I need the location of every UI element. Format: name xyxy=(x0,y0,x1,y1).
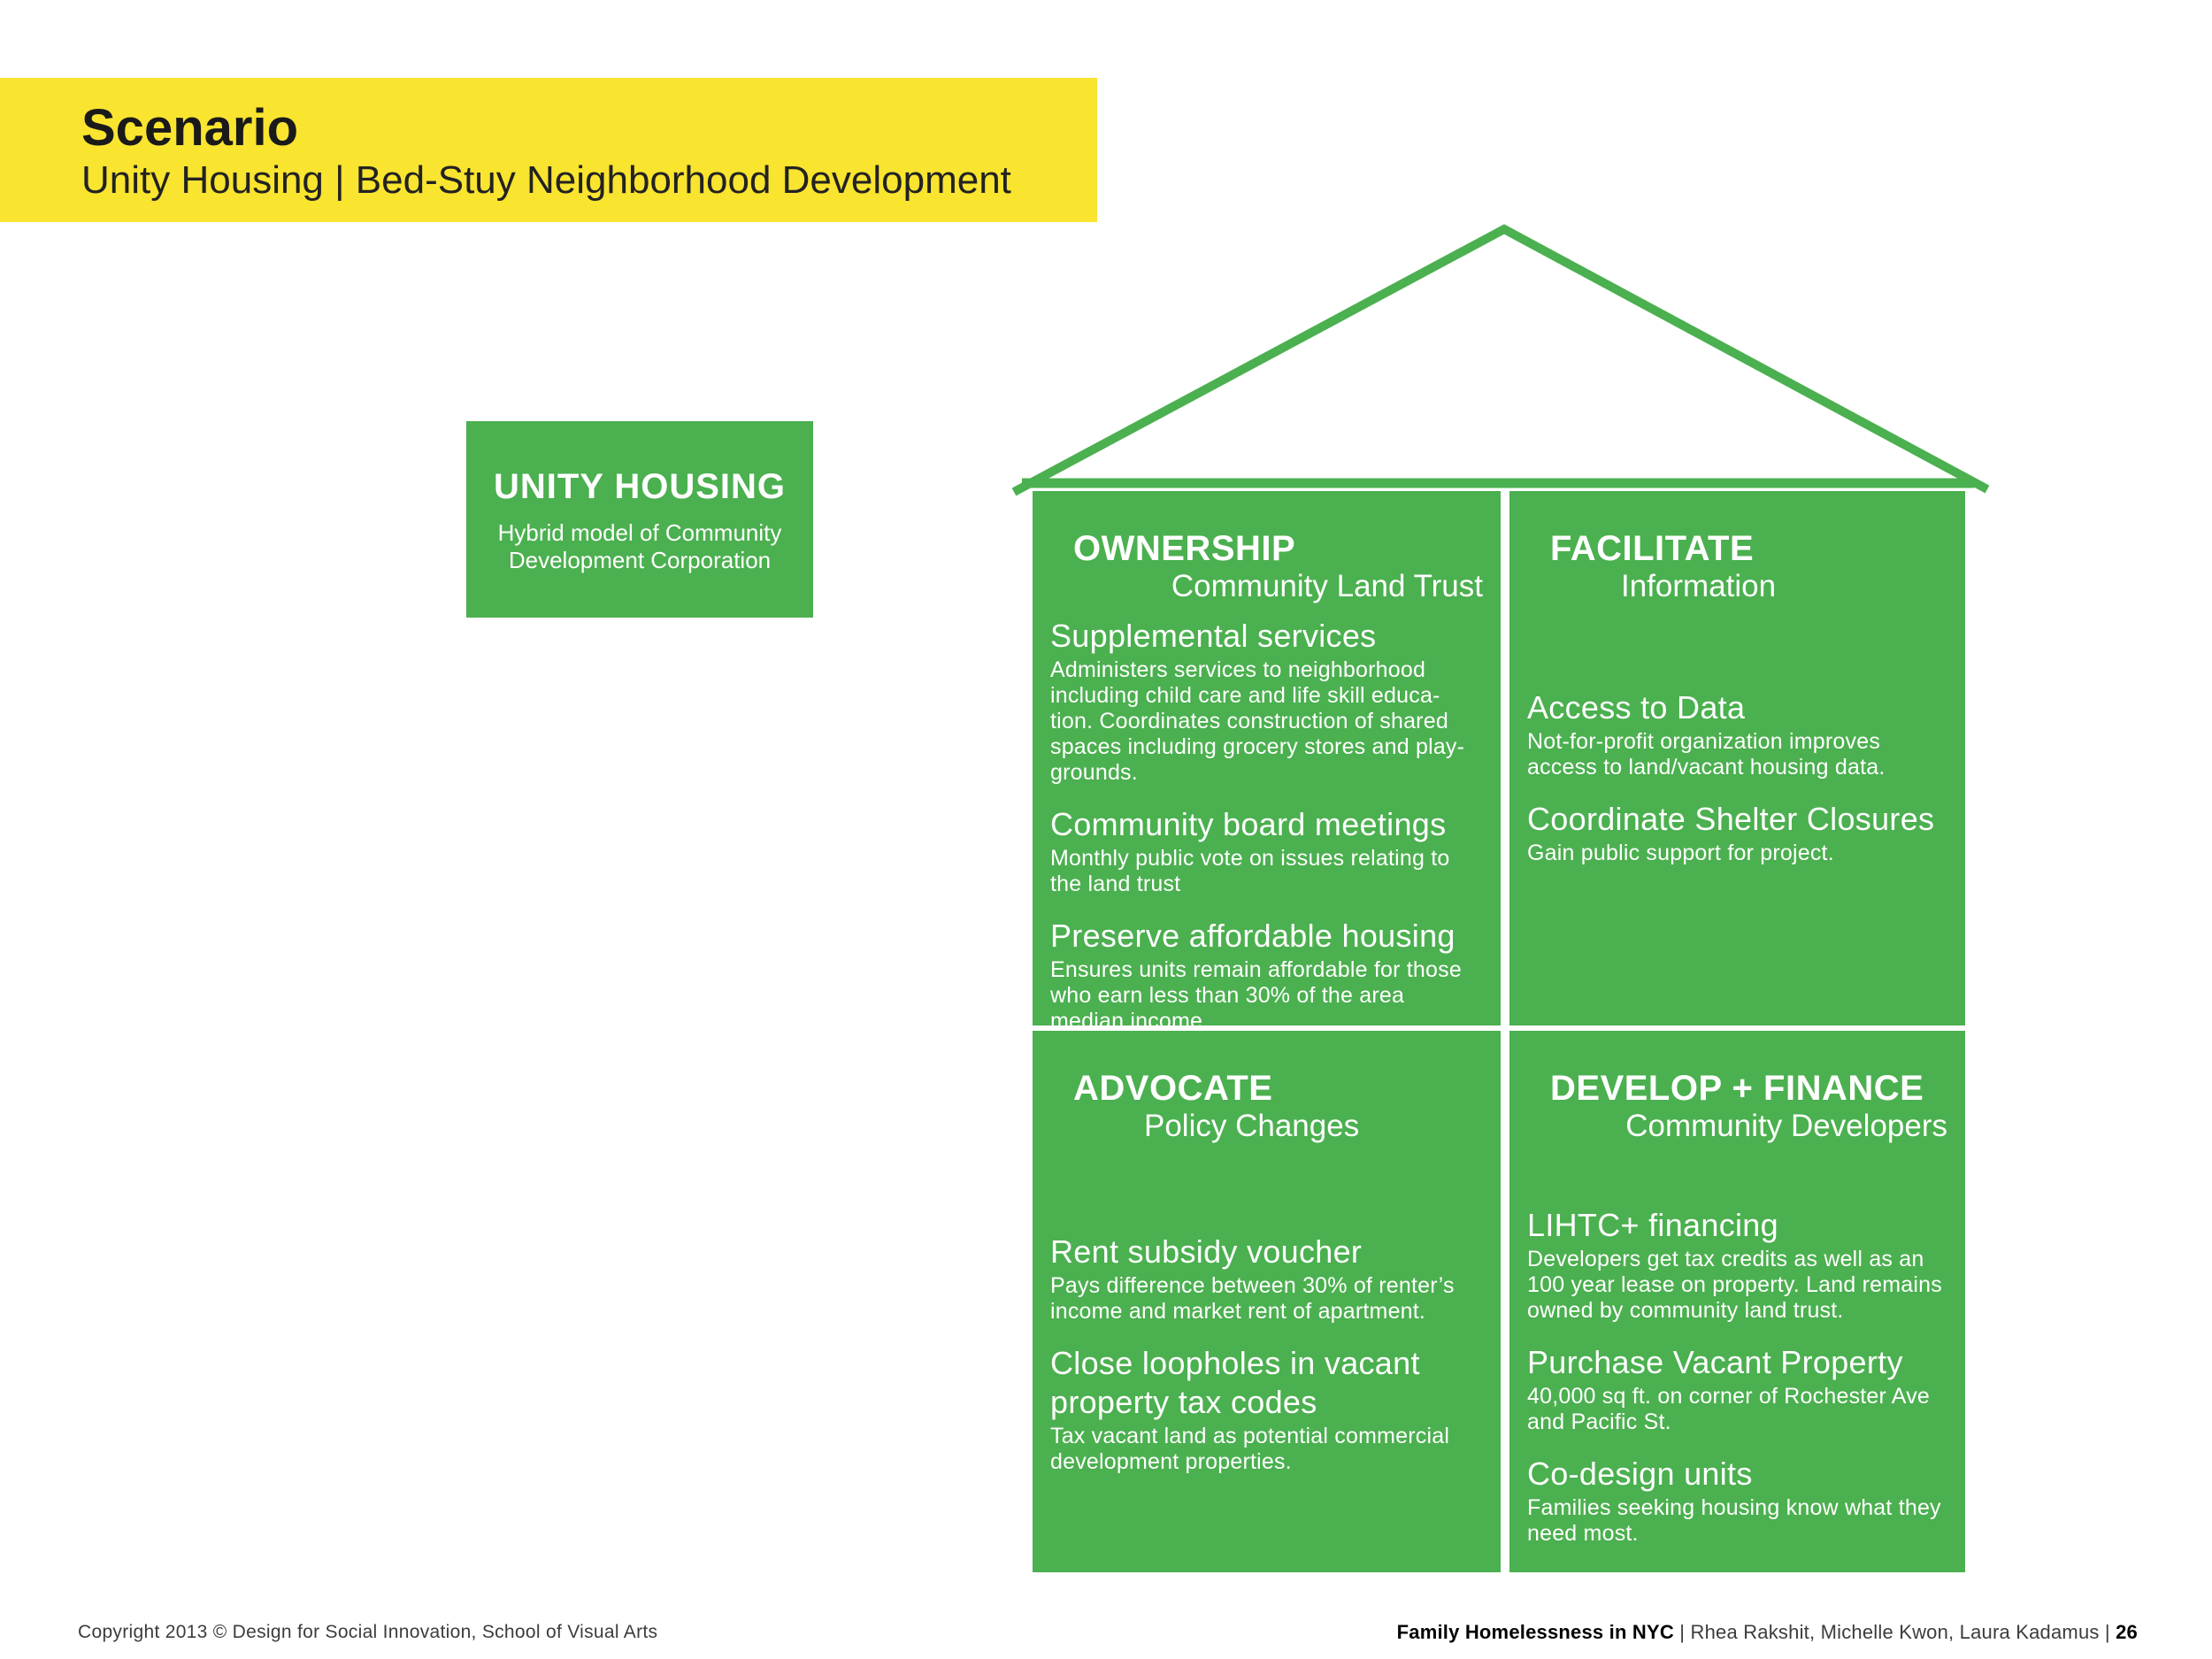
section-body: Pays difference between 30% of renter’s … xyxy=(1050,1273,1455,1324)
section-body: Monthly public vote on issues relating t… xyxy=(1050,846,1450,896)
quadrant-facilitate-subtitle: Information xyxy=(1621,569,1777,603)
facilitate-section-access-to-data: Access to Data Not-for-profit organizati… xyxy=(1527,688,1949,780)
section-body: Ensures units remain affordable for thos… xyxy=(1050,957,1462,1033)
facilitate-section-coordinate-shelter-closures: Coordinate Shelter Closures Gain public … xyxy=(1527,800,1949,866)
section-heading: LIHTC+ financing xyxy=(1527,1207,1778,1243)
section-body: Families seeking housing know what they … xyxy=(1527,1495,1941,1546)
quadrant-ownership-title: OWNERSHIP xyxy=(1073,529,1296,568)
quadrant-develop-finance: DEVELOP + FINANCE Community Developers L… xyxy=(1509,1031,1965,1572)
ownership-section-community-board-meetings: Community board meetings Monthly public … xyxy=(1050,805,1485,897)
quadrant-advocate: ADVOCATE Policy Changes Rent subsidy vou… xyxy=(1033,1031,1501,1572)
develop-section-co-design-units: Co-design units Families seeking housing… xyxy=(1527,1455,1949,1547)
quadrant-develop-finance-subtitle: Community Developers xyxy=(1625,1109,1947,1143)
unity-housing-card: UNITY HOUSING Hybrid model of Community … xyxy=(466,421,813,618)
section-heading: Preserve affordable housing xyxy=(1050,918,1455,954)
quadrant-facilitate-title: FACILITATE xyxy=(1550,529,1755,568)
section-heading: Purchase Vacant Property xyxy=(1527,1344,1903,1380)
section-body: Administers services to neighborhood inc… xyxy=(1050,657,1465,785)
section-heading: Close loopholes in vacant property tax c… xyxy=(1050,1345,1420,1420)
footer-credits: Family Homelessness in NYC | Rhea Rakshi… xyxy=(1397,1621,2138,1644)
roof-outline xyxy=(1011,224,1990,496)
quadrant-ownership: OWNERSHIP Community Land Trust Supplemen… xyxy=(1033,491,1501,1033)
section-body: Developers get tax credits as well as an… xyxy=(1527,1247,1942,1323)
footer-separator: | xyxy=(2104,1621,2110,1643)
footer-authors: Rhea Rakshit, Michelle Kwon, Laura Kadam… xyxy=(1690,1621,2100,1643)
unity-housing-subtitle: Hybrid model of Community Development Co… xyxy=(497,519,782,573)
advocate-section-rent-subsidy-voucher: Rent subsidy voucher Pays difference bet… xyxy=(1050,1233,1485,1325)
footer-page-number: 26 xyxy=(2116,1621,2138,1643)
header-banner: Scenario Unity Housing | Bed-Stuy Neighb… xyxy=(0,78,1097,222)
section-heading: Community board meetings xyxy=(1050,806,1447,842)
section-body: Not-for-profit organization improves acc… xyxy=(1527,729,1886,780)
section-heading: Supplemental services xyxy=(1050,618,1377,654)
footer-copyright: Copyright 2013 © Design for Social Innov… xyxy=(78,1622,658,1642)
section-body: 40,000 sq ft. on corner of Rochester Ave… xyxy=(1527,1384,1931,1434)
page-title: Scenario xyxy=(81,99,298,157)
unity-housing-title: UNITY HOUSING xyxy=(493,467,787,506)
quadrant-facilitate: FACILITATE Information Access to Data No… xyxy=(1509,491,1965,1025)
footer-project-name: Family Homelessness in NYC xyxy=(1396,1621,1674,1643)
section-body: Tax vacant land as potential commercial … xyxy=(1050,1424,1450,1474)
advocate-section-close-loopholes: Close loopholes in vacant property tax c… xyxy=(1050,1344,1485,1475)
section-body: Gain public support for project. xyxy=(1527,841,1834,865)
quadrant-advocate-subtitle: Policy Changes xyxy=(1144,1109,1360,1143)
section-heading: Access to Data xyxy=(1527,689,1746,726)
develop-section-purchase-vacant-property: Purchase Vacant Property 40,000 sq ft. o… xyxy=(1527,1343,1949,1435)
quadrant-advocate-title: ADVOCATE xyxy=(1073,1069,1273,1108)
develop-section-lihtc-financing: LIHTC+ financing Developers get tax cred… xyxy=(1527,1206,1949,1324)
ownership-section-preserve-affordable-housing: Preserve affordable housing Ensures unit… xyxy=(1050,917,1485,1034)
section-heading: Co-design units xyxy=(1527,1455,1753,1492)
quadrant-ownership-subtitle: Community Land Trust xyxy=(1171,569,1483,603)
quadrant-develop-finance-title: DEVELOP + FINANCE xyxy=(1550,1069,1924,1108)
ownership-section-supplemental-services: Supplemental services Administers servic… xyxy=(1050,617,1485,786)
page-subtitle: Unity Housing | Bed-Stuy Neighborhood De… xyxy=(81,158,1011,202)
footer-separator: | xyxy=(1679,1621,1686,1643)
section-heading: Coordinate Shelter Closures xyxy=(1527,801,1935,837)
section-heading: Rent subsidy voucher xyxy=(1050,1233,1363,1270)
